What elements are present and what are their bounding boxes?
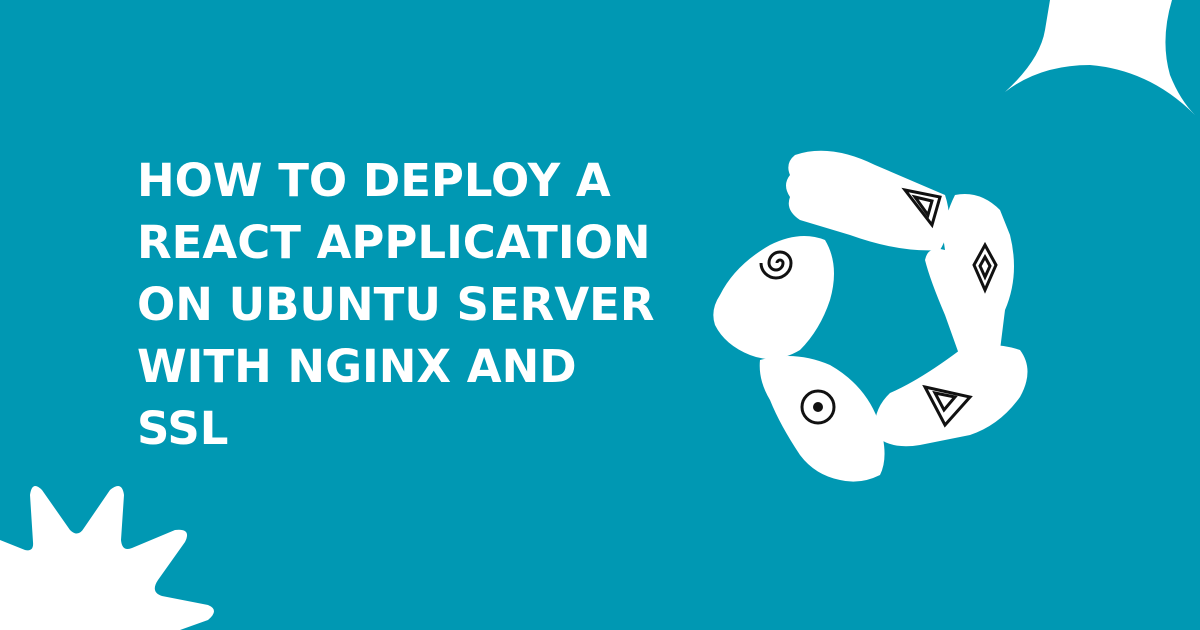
- page-title: HOW TO DEPLOY A REACT APPLICATION ON UBU…: [137, 150, 697, 460]
- title-line-1: HOW TO DEPLOY A: [137, 154, 611, 207]
- title-line-2: REACT APPLICATION: [137, 216, 651, 269]
- title-line-4: WITH NGINX AND: [137, 340, 577, 393]
- hands-circle-illustration-icon: [713, 150, 1028, 482]
- starburst-decoration-icon: [0, 486, 214, 630]
- title-line-3: ON UBUNTU SERVER: [137, 278, 655, 331]
- curved-star-decoration-icon: [1005, 0, 1195, 115]
- title-line-5: SSL: [137, 402, 229, 455]
